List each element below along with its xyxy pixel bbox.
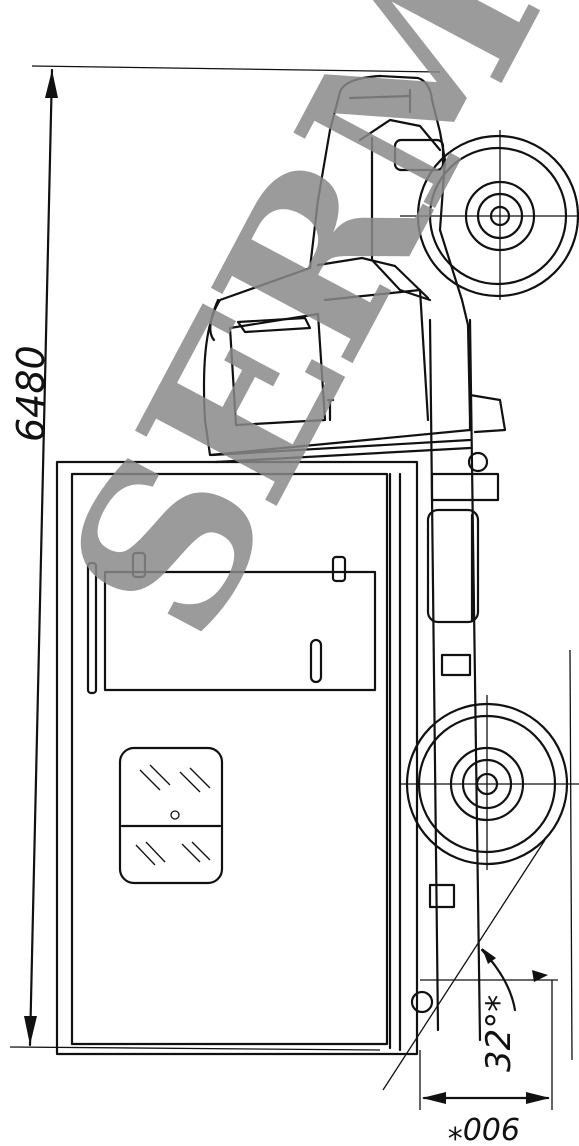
overhang-dimension: 900* [419, 980, 553, 1145]
departure-angle-label: 32°* [479, 995, 519, 1072]
length-dimension: 6480 [9, 65, 441, 1051]
truck-cab [202, 74, 472, 464]
front-wheel [400, 130, 579, 300]
rear-wheel [400, 649, 579, 1061]
truck-body [55, 460, 419, 1056]
length-dimension-label: 6480 [9, 345, 53, 442]
overhang-label: 900* [448, 1110, 520, 1145]
truck-chassis [410, 318, 507, 1042]
departure-angle-dimension: 32°* [382, 839, 558, 1091]
watermark-text: SERM [17, 0, 579, 674]
